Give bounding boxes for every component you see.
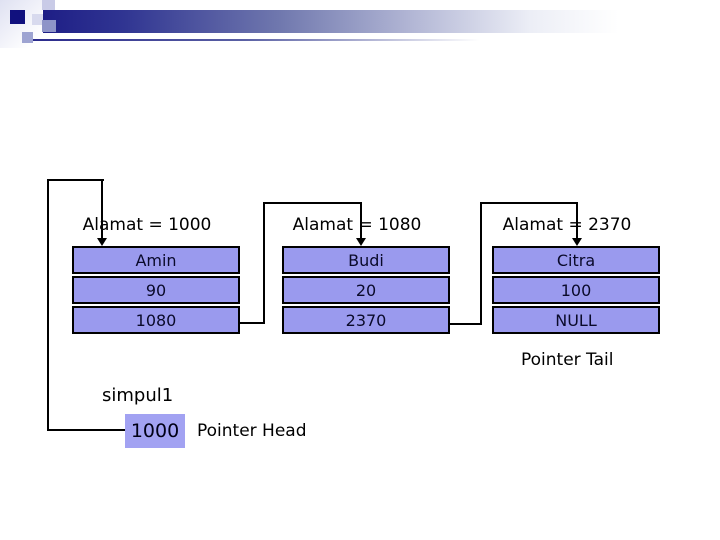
deco-square-small xyxy=(22,32,33,43)
head-pointer-line-bottom xyxy=(47,429,125,431)
node3-address-label: Alamat = 2370 xyxy=(502,215,632,235)
node3-cell-data: Citra xyxy=(492,246,660,274)
node1-address-label: Alamat = 1000 xyxy=(82,215,212,235)
node2-table: Budi 20 2370 xyxy=(282,246,450,336)
next2-line-down xyxy=(576,202,578,239)
header-gradient-bar xyxy=(43,10,720,33)
next1-line-from-cell xyxy=(240,322,265,324)
node1-cell-next: 1080 xyxy=(72,306,240,334)
next1-line-top xyxy=(263,202,362,204)
pointer-tail-label: Pointer Tail xyxy=(521,350,614,370)
node2-cell-next: 2370 xyxy=(282,306,450,334)
arrowhead-down-icon xyxy=(356,238,366,246)
next2-line-top xyxy=(480,202,578,204)
deco-square-slate xyxy=(42,20,56,32)
deco-square-pale xyxy=(32,14,43,25)
node3-table: Citra 100 NULL xyxy=(492,246,660,336)
head-pointer-line-top xyxy=(47,179,104,181)
node1-cell-value: 90 xyxy=(72,276,240,304)
arrowhead-down-icon xyxy=(572,238,582,246)
head-pointer-line-down xyxy=(101,179,103,239)
pointer-head-label: Pointer Head xyxy=(197,421,307,441)
deco-square-light-top xyxy=(42,0,55,10)
node2-cell-value: 20 xyxy=(282,276,450,304)
node2-address-label: Alamat = 1080 xyxy=(292,215,422,235)
header-underline xyxy=(33,39,503,41)
arrowhead-down-icon xyxy=(97,238,107,246)
node2-cell-data: Budi xyxy=(282,246,450,274)
node3-cell-next: NULL xyxy=(492,306,660,334)
node1-table: Amin 90 1080 xyxy=(72,246,240,336)
deco-square-dark xyxy=(10,10,25,24)
node3-cell-value: 100 xyxy=(492,276,660,304)
head-pointer-box: 1000 xyxy=(125,414,185,448)
next2-line-up xyxy=(480,202,482,325)
next2-line-from-cell xyxy=(450,323,482,325)
simpul1-label: simpul1 xyxy=(102,385,174,406)
node1-cell-data: Amin xyxy=(72,246,240,274)
head-pointer-line-left xyxy=(47,179,49,431)
next1-line-up xyxy=(263,202,265,324)
next1-line-down xyxy=(360,202,362,239)
